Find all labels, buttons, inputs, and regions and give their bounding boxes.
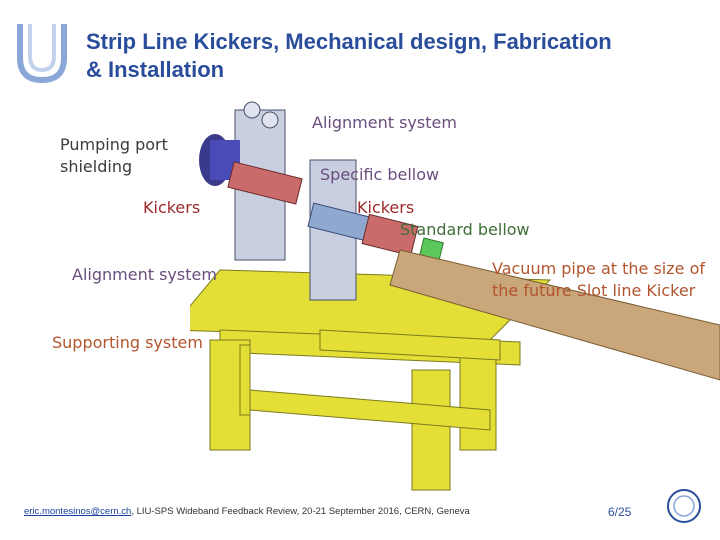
footer-text: , LIU-SPS Wideband Feedback Review, 20-2… — [131, 506, 470, 517]
label-alignment-system-left: Alignment system — [72, 265, 217, 284]
label-kickers-right: Kickers — [357, 198, 415, 217]
label-pumping-line-2: shielding — [60, 157, 133, 176]
label-supporting-system: Supporting system — [52, 333, 203, 352]
page-number: 6/25 — [608, 505, 632, 519]
vacuum-pipe — [389, 249, 720, 381]
beam-line — [227, 161, 444, 273]
label-kickers-left: Kickers — [143, 198, 201, 217]
title-line-2: & Installation — [86, 57, 225, 82]
label-pumping-port: Pumping port shielding — [60, 134, 168, 178]
footer-email-link[interactable]: eric.montesinos@cern.ch — [24, 506, 132, 517]
kicker-assembly-illustration — [190, 101, 720, 491]
pumping-port — [199, 134, 240, 186]
page-title: Strip Line Kickers, Mechanical design, F… — [86, 28, 706, 84]
title-line-1: Strip Line Kickers, Mechanical design, F… — [86, 29, 612, 54]
label-specific-bellow: Specific bellow — [320, 165, 440, 184]
label-vacuum-line-2: the future Slot line Kicker — [492, 281, 696, 300]
label-alignment-system-top: Alignment system — [312, 113, 457, 132]
university-logo-icon — [17, 24, 67, 84]
label-pumping-line-1: Pumping port — [60, 135, 168, 154]
cern-logo-icon — [667, 489, 701, 523]
label-vacuum-pipe: Vacuum pipe at the size of the future Sl… — [492, 258, 705, 302]
footer: eric.montesinos@cern.ch, LIU-SPS Wideban… — [24, 506, 470, 517]
label-standard-bellow: Standard bellow — [400, 220, 530, 239]
label-vacuum-line-1: Vacuum pipe at the size of — [492, 259, 705, 278]
